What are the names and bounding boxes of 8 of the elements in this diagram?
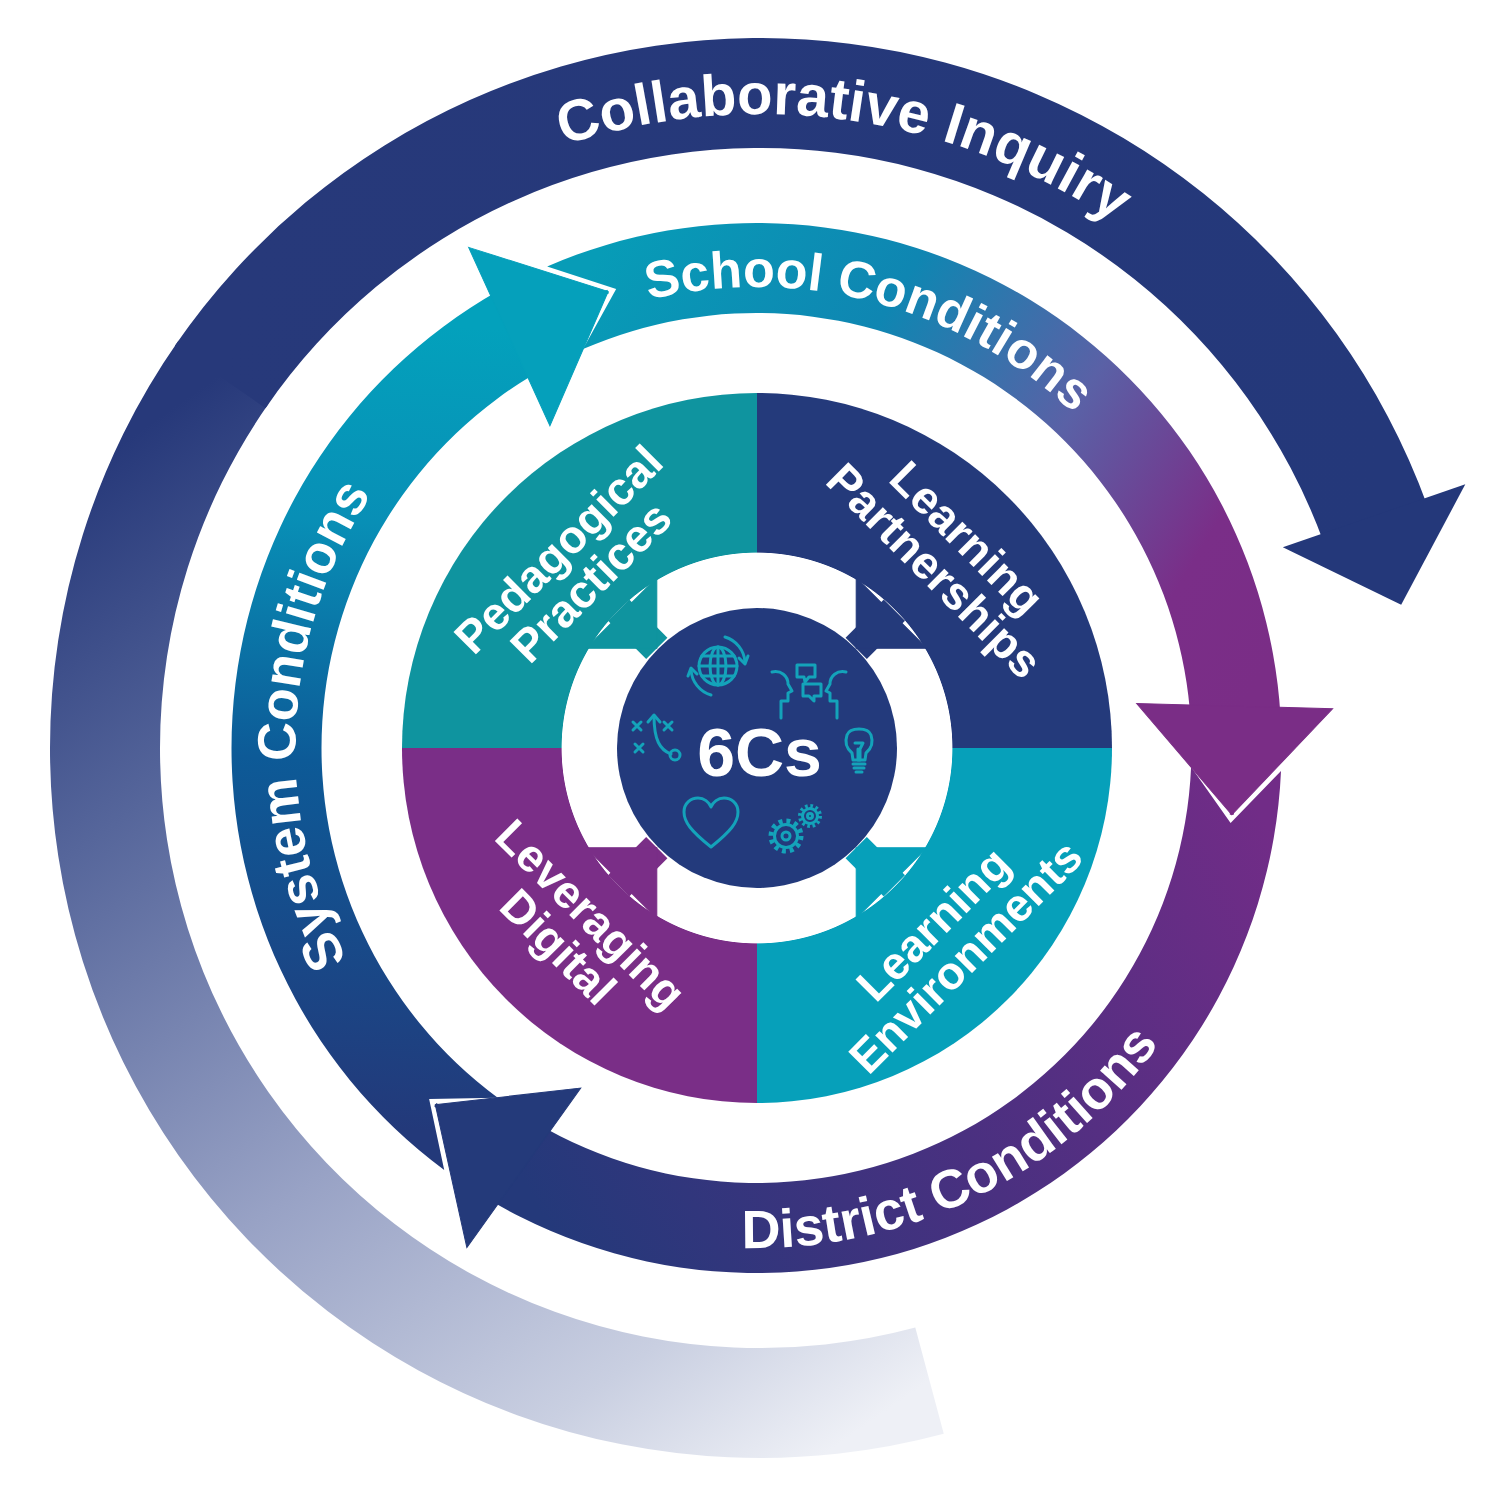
arrowhead [468, 246, 609, 427]
arrow [845, 837, 928, 919]
center-label: 6Cs [697, 718, 822, 786]
arrowhead [434, 1087, 582, 1249]
arrow [585, 577, 668, 659]
arrow [845, 577, 928, 659]
arrow [585, 837, 668, 919]
arrowhead [1136, 703, 1334, 816]
